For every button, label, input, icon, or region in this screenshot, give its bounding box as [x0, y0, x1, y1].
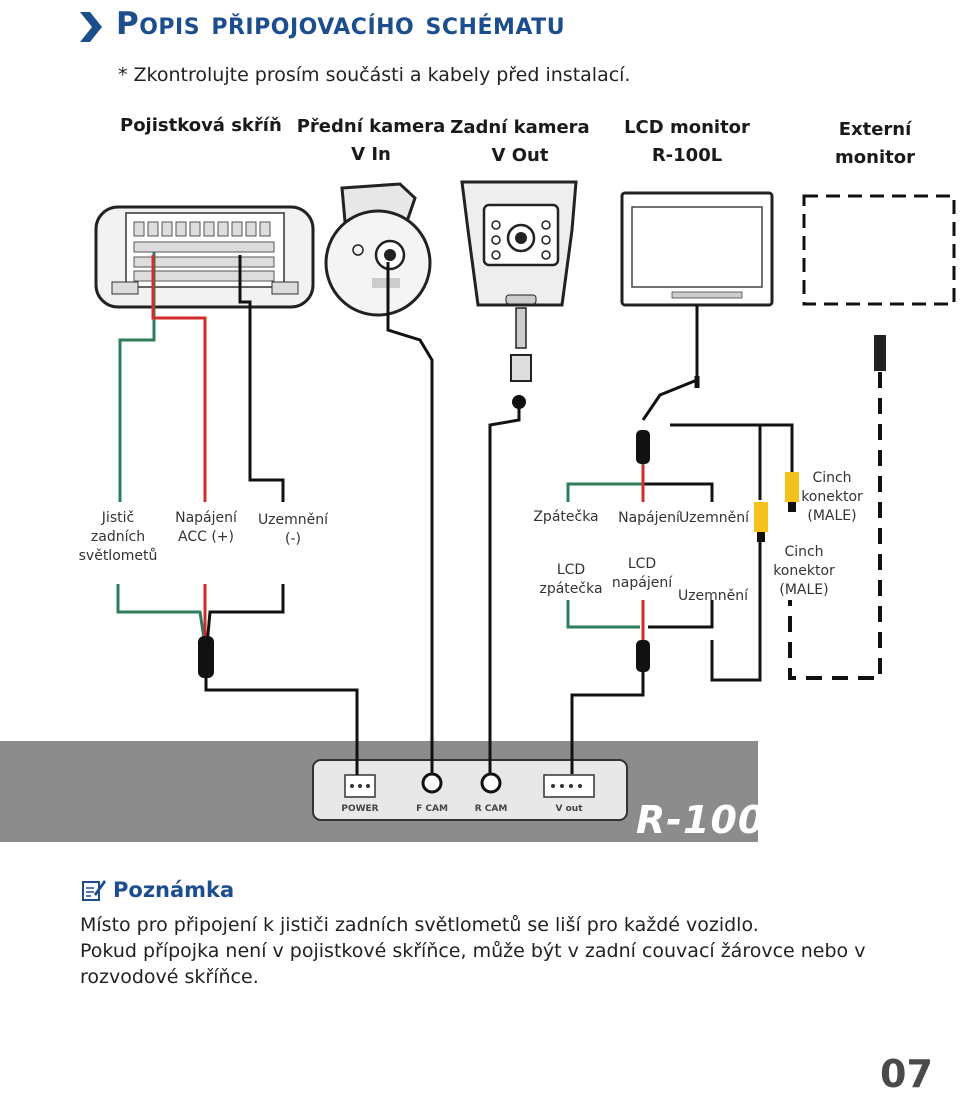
note-line: Pokud přípojka není v pojistkové skříňce…	[80, 940, 866, 988]
wire-cinch-rear	[760, 423, 794, 472]
wire-lcd-reverse-bottom	[566, 600, 640, 629]
wire-lcd-ground-bottom	[648, 600, 714, 629]
wire-lcd-main	[641, 305, 699, 421]
wire-acc-red-top	[151, 255, 207, 502]
note-heading: Poznámka	[113, 878, 235, 902]
lcd-connector-top	[636, 430, 650, 464]
cinch-connector-yellow-2	[785, 472, 799, 502]
wire-cinch-bottom	[710, 540, 762, 682]
fuse-box-label: Pojistková skříň	[120, 115, 282, 136]
f-cam-port-label: F CAM	[416, 804, 448, 814]
lcd-connector-bottom	[636, 640, 650, 672]
power-port	[344, 774, 376, 798]
wire-cinch-top	[670, 423, 762, 500]
r-cam-port	[480, 772, 502, 794]
lcd-ground-label: Uzemnění	[677, 588, 749, 604]
front-camera-illustration	[324, 182, 432, 317]
intro-note: * Zkontrolujte prosím součásti a kabely …	[118, 64, 631, 86]
external-cinch-plug	[874, 335, 886, 371]
ground-label: Uzemnění(-)	[257, 512, 329, 547]
wire-lcd-ground-top	[641, 462, 714, 502]
page-title: Popis připojovacího schématu	[116, 6, 566, 42]
external-monitor-placeholder	[802, 194, 956, 306]
model-label: R-100	[636, 798, 766, 842]
wire-breaker-green-bottom	[116, 584, 207, 646]
lcd-ground-top-label: Uzemnění	[678, 510, 750, 526]
reverse-label: Zpátečka	[533, 509, 599, 525]
v-out-port-label: V out	[555, 804, 583, 814]
wire-ground-black-bottom	[205, 584, 285, 646]
note-body: Místo pro připojení k jističi zadních sv…	[80, 912, 900, 990]
page-number: 07	[880, 1052, 933, 1096]
wire-external-dashed	[788, 372, 882, 680]
wire-rear-cam	[488, 402, 521, 774]
fuse-connector	[198, 636, 214, 678]
note-line: Místo pro připojení k jističi zadních sv…	[80, 914, 759, 936]
v-out-port	[543, 774, 595, 798]
power-port-label: POWER	[341, 804, 379, 814]
lcd-power-top-label: Napájení	[618, 510, 680, 526]
wire-ground-black-top	[238, 255, 285, 502]
chevron-right-icon	[80, 12, 102, 42]
r-cam-port-label: R CAM	[474, 804, 508, 814]
wire-front-cam	[386, 262, 434, 774]
wire-vout-harness	[570, 668, 645, 774]
fuse-box-illustration	[94, 205, 315, 309]
note-pencil-icon	[82, 880, 106, 901]
rear-camera-illustration	[460, 180, 578, 382]
lcd-monitor-illustration	[620, 191, 774, 307]
f-cam-port	[421, 772, 443, 794]
cinch-connector-yellow-1	[754, 502, 768, 532]
wire-lcd-reverse-top	[566, 462, 645, 502]
